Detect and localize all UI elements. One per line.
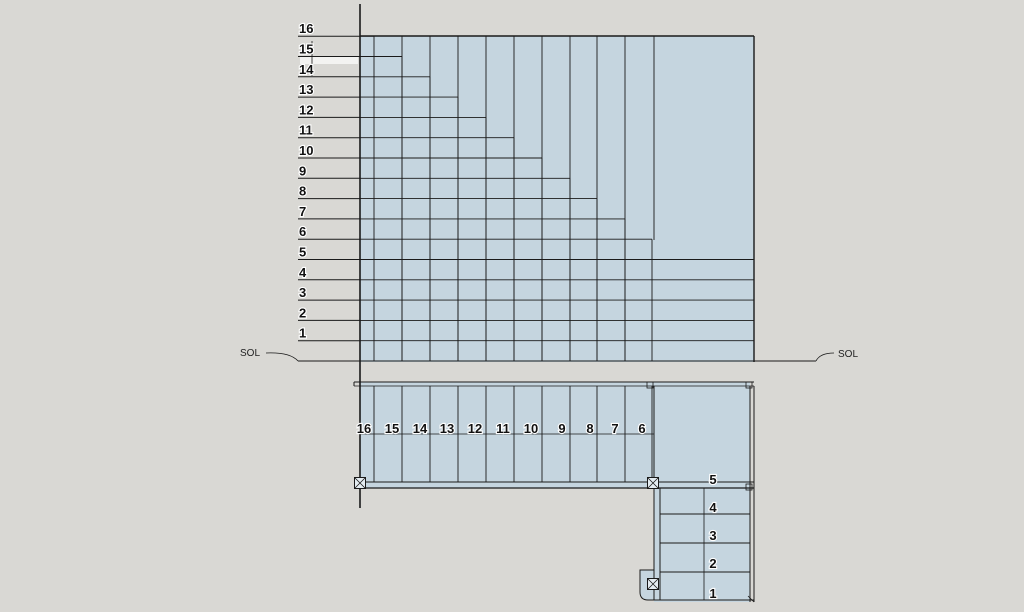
upper-step-label-11: 11 bbox=[496, 421, 510, 436]
upper-step-label-6: 6 bbox=[638, 421, 645, 436]
drawing-lines bbox=[265, 4, 835, 603]
level-label-13: 13 bbox=[299, 82, 313, 97]
upper-step-label-12: 12 bbox=[468, 421, 482, 436]
lower-flight-panel bbox=[654, 388, 750, 602]
label-highlight bbox=[300, 57, 358, 64]
lower-step-label-3: 3 bbox=[709, 528, 716, 543]
upper-step-label-15: 15 bbox=[385, 421, 399, 436]
level-label-8: 8 bbox=[299, 184, 306, 199]
post-cross-icon-landing-cross bbox=[647, 477, 659, 489]
level-label-1: 1 bbox=[299, 326, 306, 341]
lower-step-label-2: 2 bbox=[709, 556, 716, 571]
upper-step-label-13: 13 bbox=[440, 421, 454, 436]
level-label-6: 6 bbox=[299, 224, 306, 239]
post-cross-icon-bottom-cross bbox=[647, 578, 659, 590]
ground-leader-right bbox=[815, 352, 835, 362]
level-label-14: 14 bbox=[299, 62, 314, 77]
level-label-3: 3 bbox=[299, 285, 306, 300]
level-label-11: 11 bbox=[299, 123, 313, 138]
lower-step-label-4: 4 bbox=[709, 500, 717, 515]
level-label-2: 2 bbox=[299, 305, 306, 320]
post-cross-icon-top-left bbox=[354, 477, 366, 489]
upper-step-label-8: 8 bbox=[586, 421, 593, 436]
upper-step-label-14: 14 bbox=[413, 421, 428, 436]
ground-labels: SOL SOL bbox=[240, 348, 858, 360]
newel-posts bbox=[354, 477, 659, 590]
level-label-10: 10 bbox=[299, 143, 313, 158]
upper-step-label-7: 7 bbox=[611, 421, 618, 436]
level-label-4: 4 bbox=[299, 265, 307, 280]
ground-label-left: SOL bbox=[240, 348, 260, 359]
ground-label-right: SOL bbox=[838, 349, 858, 360]
level-label-5: 5 bbox=[299, 245, 306, 260]
post-cross-icon-landing bbox=[647, 477, 659, 489]
tread-mark-mid-right bbox=[745, 483, 753, 491]
upper-step-label-9: 9 bbox=[558, 421, 565, 436]
level-label-16: 16 bbox=[299, 21, 313, 36]
post-cross-icon-bottom bbox=[647, 578, 659, 590]
upper-step-label-10: 10 bbox=[524, 421, 538, 436]
tread-mark-top-right bbox=[745, 381, 753, 389]
level-label-15: 15 bbox=[299, 42, 313, 57]
lower-step-label-1: 1 bbox=[709, 586, 716, 601]
lower-step-label-5: 5 bbox=[709, 472, 716, 487]
level-label-12: 12 bbox=[299, 102, 313, 117]
upper-step-label-16: 16 bbox=[357, 421, 371, 436]
panel-fills bbox=[360, 36, 754, 602]
post-cross-icon-top-left-cross bbox=[354, 477, 366, 489]
ground-leader-left bbox=[265, 352, 299, 362]
tread-mark-top bbox=[646, 381, 654, 389]
level-label-9: 9 bbox=[299, 163, 306, 178]
lower-end-tick bbox=[747, 595, 755, 603]
level-label-7: 7 bbox=[299, 204, 306, 219]
